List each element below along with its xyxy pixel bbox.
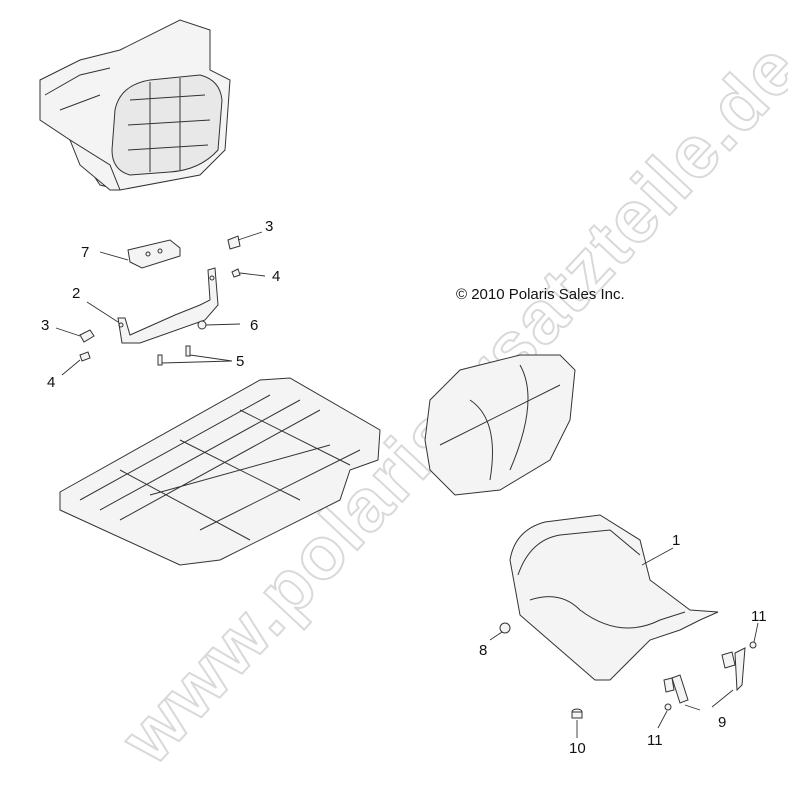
callout-5: 5 [236,353,245,370]
bracket-illustration [117,267,219,344]
parts-diagram: www.polarisersatzteile.de [39,19,788,780]
seat-illustration [509,514,719,681]
callout-4-left: 4 [47,374,56,391]
screw-upper-illustration [749,641,757,649]
diagram-drawing [39,19,759,738]
callout-7: 7 [81,244,90,261]
latch-illustration [127,239,181,269]
callout-3-left: 3 [41,317,50,334]
copyright-notice: © 2010 Polaris Sales Inc. [456,286,625,303]
callout-4-right: 4 [272,268,281,285]
callout-11-upper: 11 [751,608,767,625]
chassis-frame-illustration [59,377,381,566]
callout-8: 8 [479,642,488,659]
callout-11-lower: 11 [647,732,663,749]
hardware-illustration [55,231,266,376]
callout-3-right: 3 [265,218,274,235]
seat-underside-illustration [424,354,576,496]
callout-9: 9 [718,714,727,731]
callout-10: 10 [569,740,586,757]
callout-6: 6 [250,317,259,334]
hinge-brackets-illustration [663,647,746,711]
callout-2: 2 [72,285,81,302]
screw-lower-illustration [664,703,672,711]
backrest-assembly-illustration [39,19,231,191]
bumper-illustration [571,708,583,719]
callout-1: 1 [672,532,681,549]
clip-illustration [499,622,511,634]
